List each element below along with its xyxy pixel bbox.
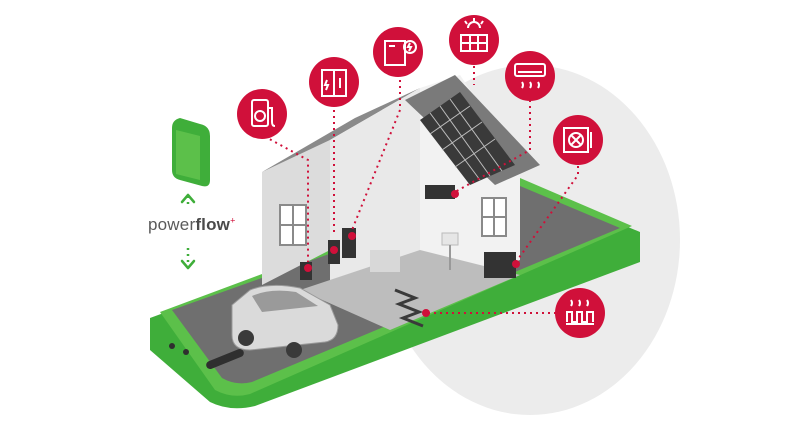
ev-charger-icon	[251, 99, 276, 127]
lamp-shade	[441, 232, 459, 246]
brand-logo: powerflow+	[148, 215, 236, 235]
pin-ev-charger	[237, 89, 287, 139]
phone-speaker	[206, 349, 244, 369]
pin-floor-heating	[555, 288, 605, 338]
floor-heating-coil	[394, 288, 424, 328]
phone-port-dot	[183, 349, 189, 355]
flow-arrows	[180, 193, 196, 270]
air-conditioner-icon	[514, 63, 546, 89]
battery-unit	[484, 252, 516, 278]
heat-pump-icon	[563, 127, 592, 153]
ac-unit	[425, 185, 455, 199]
meter-cabinet-icon	[321, 69, 347, 97]
phone-port-dot	[169, 343, 175, 349]
connector-dots	[304, 190, 520, 317]
electric-car	[231, 284, 339, 358]
pin-heat-pump	[553, 115, 603, 165]
brand-prefix: power	[148, 215, 196, 234]
pin-solar-panel	[449, 15, 499, 65]
house	[262, 75, 540, 330]
brand-mark: +	[230, 215, 236, 226]
inverter-icon	[384, 40, 417, 66]
powerflow-device	[172, 118, 210, 187]
pin-air-conditioner	[505, 51, 555, 101]
pin-meter-cabinet	[309, 57, 359, 107]
solar-panel-array	[420, 92, 515, 185]
sofa	[370, 250, 400, 272]
floor-heating-icon	[566, 299, 594, 325]
pin-inverter	[373, 27, 423, 77]
solar-panel-icon	[460, 18, 488, 52]
brand-suffix: flow	[195, 215, 231, 234]
